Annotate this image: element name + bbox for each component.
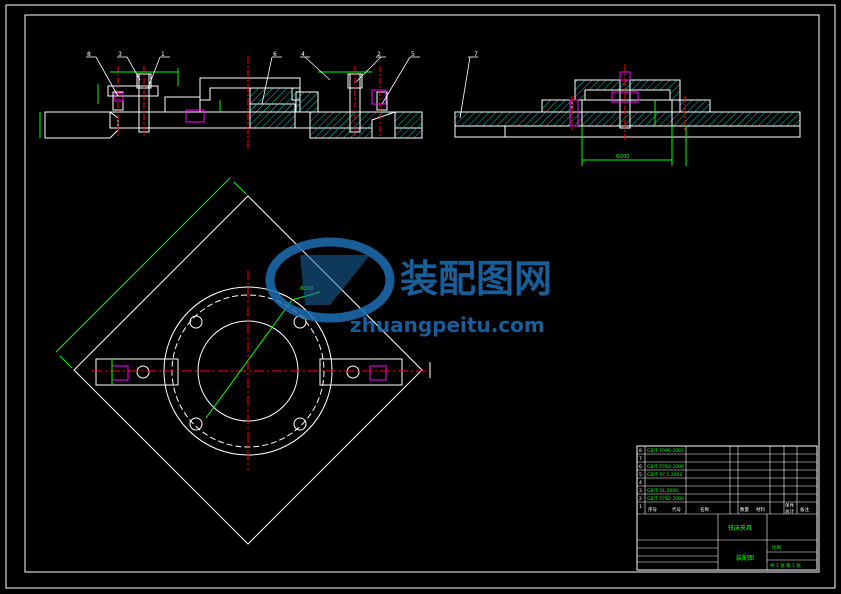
part-code: GB/T 41-2000 <box>647 488 678 494</box>
part-code: GB/T 97.1-2002 <box>647 472 683 478</box>
callout-6: 6 <box>273 51 277 58</box>
header-cell: 单件 <box>785 502 794 509</box>
part-code: GB/T 5783-2000 <box>647 464 684 470</box>
header-cell: 总计 <box>785 508 794 515</box>
callout-3: 3 <box>118 51 122 58</box>
side-section-view: Φ200 7 <box>454 51 801 166</box>
inner-frame <box>24 14 820 573</box>
plan-view: Φ200 <box>55 177 431 545</box>
parts-list: 8 GB/T 1096-2003 7 6 GB/T 5783-2000 5 GB… <box>639 448 684 510</box>
callout-1: 1 <box>161 51 165 58</box>
part-code: GB/T 1096-2003 <box>647 448 684 454</box>
sheet-label: 共 1 张 第 1 张 <box>770 562 801 569</box>
callout-8: 8 <box>87 51 91 58</box>
scale-label: 比例 <box>772 544 781 551</box>
header-cell: 数量 <box>740 506 749 513</box>
callout-7: 7 <box>474 51 478 58</box>
callout-2: 2 <box>377 51 381 58</box>
outer-frame <box>5 4 836 589</box>
callout-5: 5 <box>411 51 415 58</box>
part-no: 1 <box>639 504 642 510</box>
right-clamp-arm <box>319 358 403 386</box>
part-no: 6 <box>639 464 642 470</box>
part-no: 8 <box>639 448 642 454</box>
title-block: 8 GB/T 1096-2003 7 6 GB/T 5783-2000 5 GB… <box>636 445 818 571</box>
front-section-view: 8 3 1 6 4 2 5 <box>39 51 423 150</box>
side-diameter-label: Φ200 <box>616 154 629 160</box>
header-cell: 名称 <box>700 506 709 513</box>
watermark-logo-icon <box>265 237 395 323</box>
watermark-brand-cn: 装配图网 <box>400 257 552 301</box>
parts-header: 序号 代号 名称 数量 材料 单件 总计 备注 <box>648 502 809 515</box>
header-cell: 代号 <box>672 506 681 513</box>
callout-4: 4 <box>301 51 305 58</box>
part-no: 3 <box>639 488 642 494</box>
part-no: 4 <box>639 480 642 486</box>
header-cell: 备注 <box>800 506 809 513</box>
watermark: 装配图网 zhuangpeitu.com <box>265 237 552 337</box>
part-no: 7 <box>639 456 642 462</box>
left-clamp-arm <box>95 358 179 386</box>
drawing-title: 铣床夹具 <box>728 524 752 532</box>
part-no: 2 <box>639 496 642 502</box>
part-no: 5 <box>639 472 642 478</box>
header-cell: 序号 <box>648 506 657 513</box>
header-cell: 材料 <box>756 506 765 513</box>
company-name: 装配图 <box>736 554 754 562</box>
watermark-brand-url: zhuangpeitu.com <box>350 313 545 337</box>
part-code: GB/T 5782-2000 <box>647 496 684 502</box>
